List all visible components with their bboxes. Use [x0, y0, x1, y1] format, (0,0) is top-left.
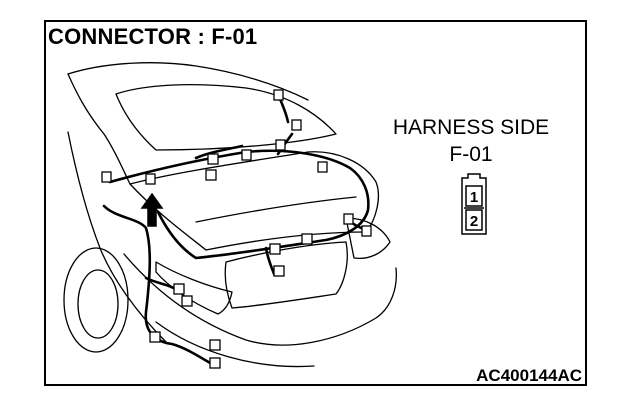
connector-icon [317, 161, 328, 173]
connector-icon [275, 139, 286, 151]
harness-branch-upper [194, 144, 244, 160]
connector-icon [173, 283, 185, 295]
connector-icon [209, 339, 221, 351]
left-taillight [155, 261, 233, 315]
car-rear-diagram: 1 2 [63, 62, 487, 369]
connector-icon [209, 357, 221, 369]
trunk-lid-inner [195, 196, 357, 223]
connector-icon [205, 169, 217, 181]
car-c-pillar [67, 73, 131, 185]
diagram-frame [44, 20, 587, 386]
harness-side-label: HARNESS SIDE [392, 116, 550, 139]
connector-pin-1: 1 [470, 189, 478, 206]
connector-icon [101, 171, 112, 183]
connector-title: CONNECTOR : F-01 [48, 24, 258, 49]
figure-code: AC400144AC [476, 366, 582, 385]
connector-icon [291, 119, 302, 131]
harness-trunk-lid [108, 149, 370, 260]
connector-icon [145, 173, 156, 185]
connector-icon [273, 89, 284, 101]
harness-side-label-block: HARNESS SIDE F-01 [374, 114, 568, 168]
trunk-lid-outline [129, 151, 380, 233]
connector-icon [149, 331, 161, 343]
rear-wheel-inner [77, 269, 119, 339]
rear-bumper [123, 253, 397, 346]
car-rear-window [115, 84, 337, 151]
car-roof-line [67, 62, 309, 101]
connector-pin-2: 2 [470, 213, 478, 230]
license-plate-recess [224, 241, 348, 309]
trunk-lid-lower [129, 183, 367, 251]
up-arrow-icon [140, 192, 164, 227]
connector-icon [181, 295, 193, 307]
harness-side-run [102, 204, 214, 366]
harness-connector-id: F-01 [449, 143, 493, 166]
connector-icon [361, 225, 372, 237]
connector-face-f01 [461, 173, 487, 235]
rear-wheel [63, 247, 129, 353]
connector-icon [301, 233, 313, 245]
connector-icon [207, 153, 219, 165]
bumper-lower-line [155, 321, 315, 368]
connector-icon [269, 243, 281, 255]
connector-icon [343, 213, 354, 225]
connector-icon [273, 265, 285, 277]
connector-icon [241, 149, 252, 161]
body-side-line [67, 131, 167, 343]
